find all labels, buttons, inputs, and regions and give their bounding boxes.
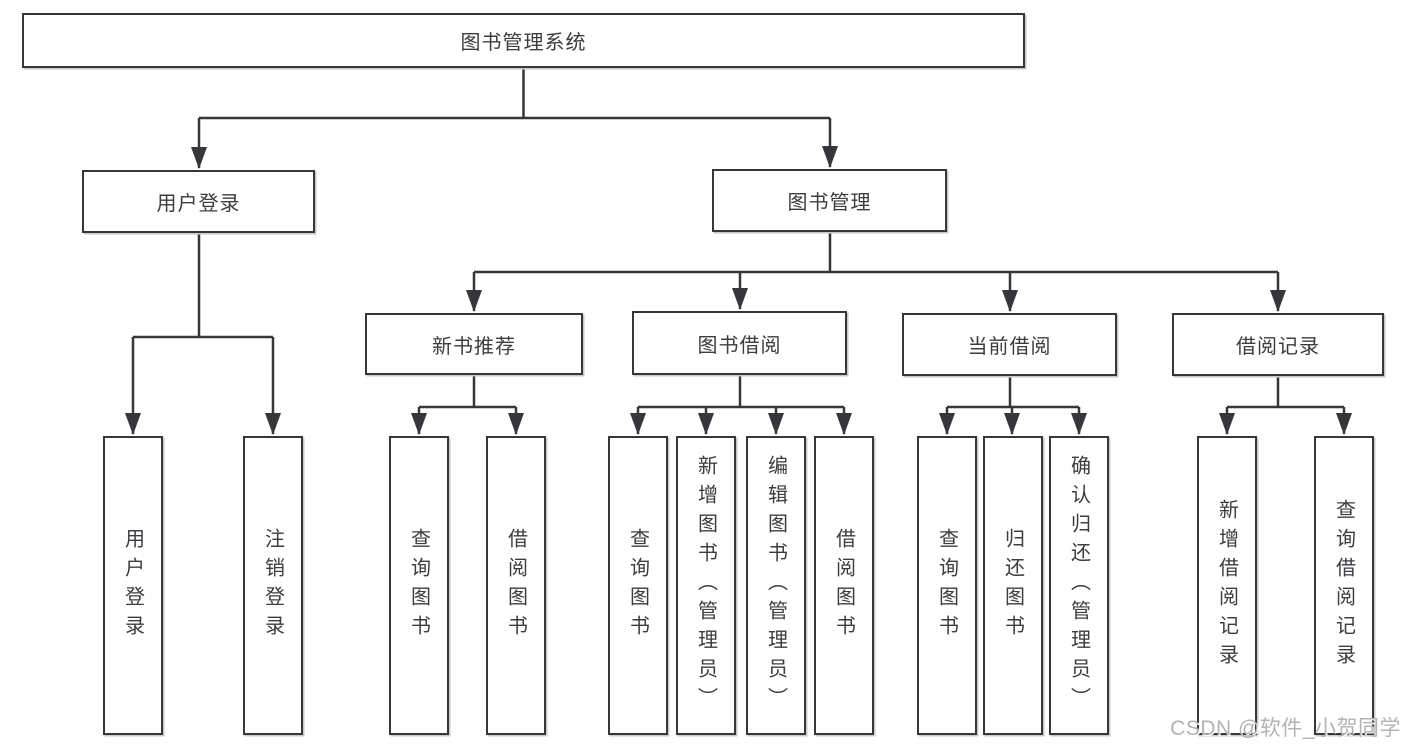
node-label: 图书借阅	[697, 334, 782, 357]
node-user-login: 用户登录	[82, 170, 315, 233]
leaf-confirm-return-admin: 确认归还（管理员）	[1049, 436, 1109, 735]
leaf-query-books-borrow: 查询图书	[608, 436, 668, 735]
node-label: 查询图书	[626, 527, 649, 644]
leaf-query-borrow-record: 查询借阅记录	[1314, 436, 1374, 735]
node-label: 用户登录	[156, 193, 241, 215]
node-label: 借阅图书	[832, 527, 855, 644]
leaf-add-book-admin: 新增图书（管理员）	[676, 436, 736, 735]
node-label: 借阅记录	[1236, 336, 1320, 358]
csdn-watermark: CSDN @软件_小贺同学	[1170, 717, 1401, 740]
node-label: 归还图书	[1001, 527, 1024, 644]
node-label: 注销登录	[261, 527, 284, 644]
leaf-return-book: 归还图书	[983, 436, 1043, 735]
node-label: 用户登录	[121, 527, 144, 644]
leaf-borrow-books: 借阅图书	[814, 436, 874, 735]
node-label: 新增借阅记录	[1215, 498, 1238, 673]
node-book-management: 图书管理	[712, 169, 947, 232]
node-current-borrow: 当前借阅	[902, 313, 1117, 376]
node-label: 编辑图书（管理员）	[764, 455, 787, 716]
node-label: 新书推荐	[432, 335, 516, 358]
node-label: 新增图书（管理员）	[694, 455, 717, 716]
node-label: 图书管理系统	[460, 32, 587, 54]
node-label: 查询借阅记录	[1332, 498, 1355, 673]
node-library-management-system: 图书管理系统	[22, 13, 1025, 68]
node-label: 查询图书	[935, 527, 958, 644]
leaf-query-books-recommend: 查询图书	[389, 436, 449, 735]
leaf-query-books-current: 查询图书	[917, 436, 977, 735]
leaf-logout: 注销登录	[243, 436, 303, 735]
node-label: 借阅图书	[504, 527, 527, 644]
node-book-borrow: 图书借阅	[632, 311, 847, 375]
node-label: 确认归还（管理员）	[1067, 455, 1090, 716]
node-label: 当前借阅	[967, 336, 1052, 358]
leaf-add-borrow-record: 新增借阅记录	[1197, 436, 1257, 735]
leaf-edit-book-admin: 编辑图书（管理员）	[746, 436, 806, 735]
leaf-borrow-books-recommend: 借阅图书	[486, 436, 546, 735]
node-label: 查询图书	[407, 527, 430, 644]
leaf-user-login: 用户登录	[103, 436, 163, 735]
node-new-book-recommend: 新书推荐	[365, 313, 583, 375]
node-borrow-records: 借阅记录	[1172, 313, 1384, 376]
node-label: 图书管理	[787, 192, 872, 214]
